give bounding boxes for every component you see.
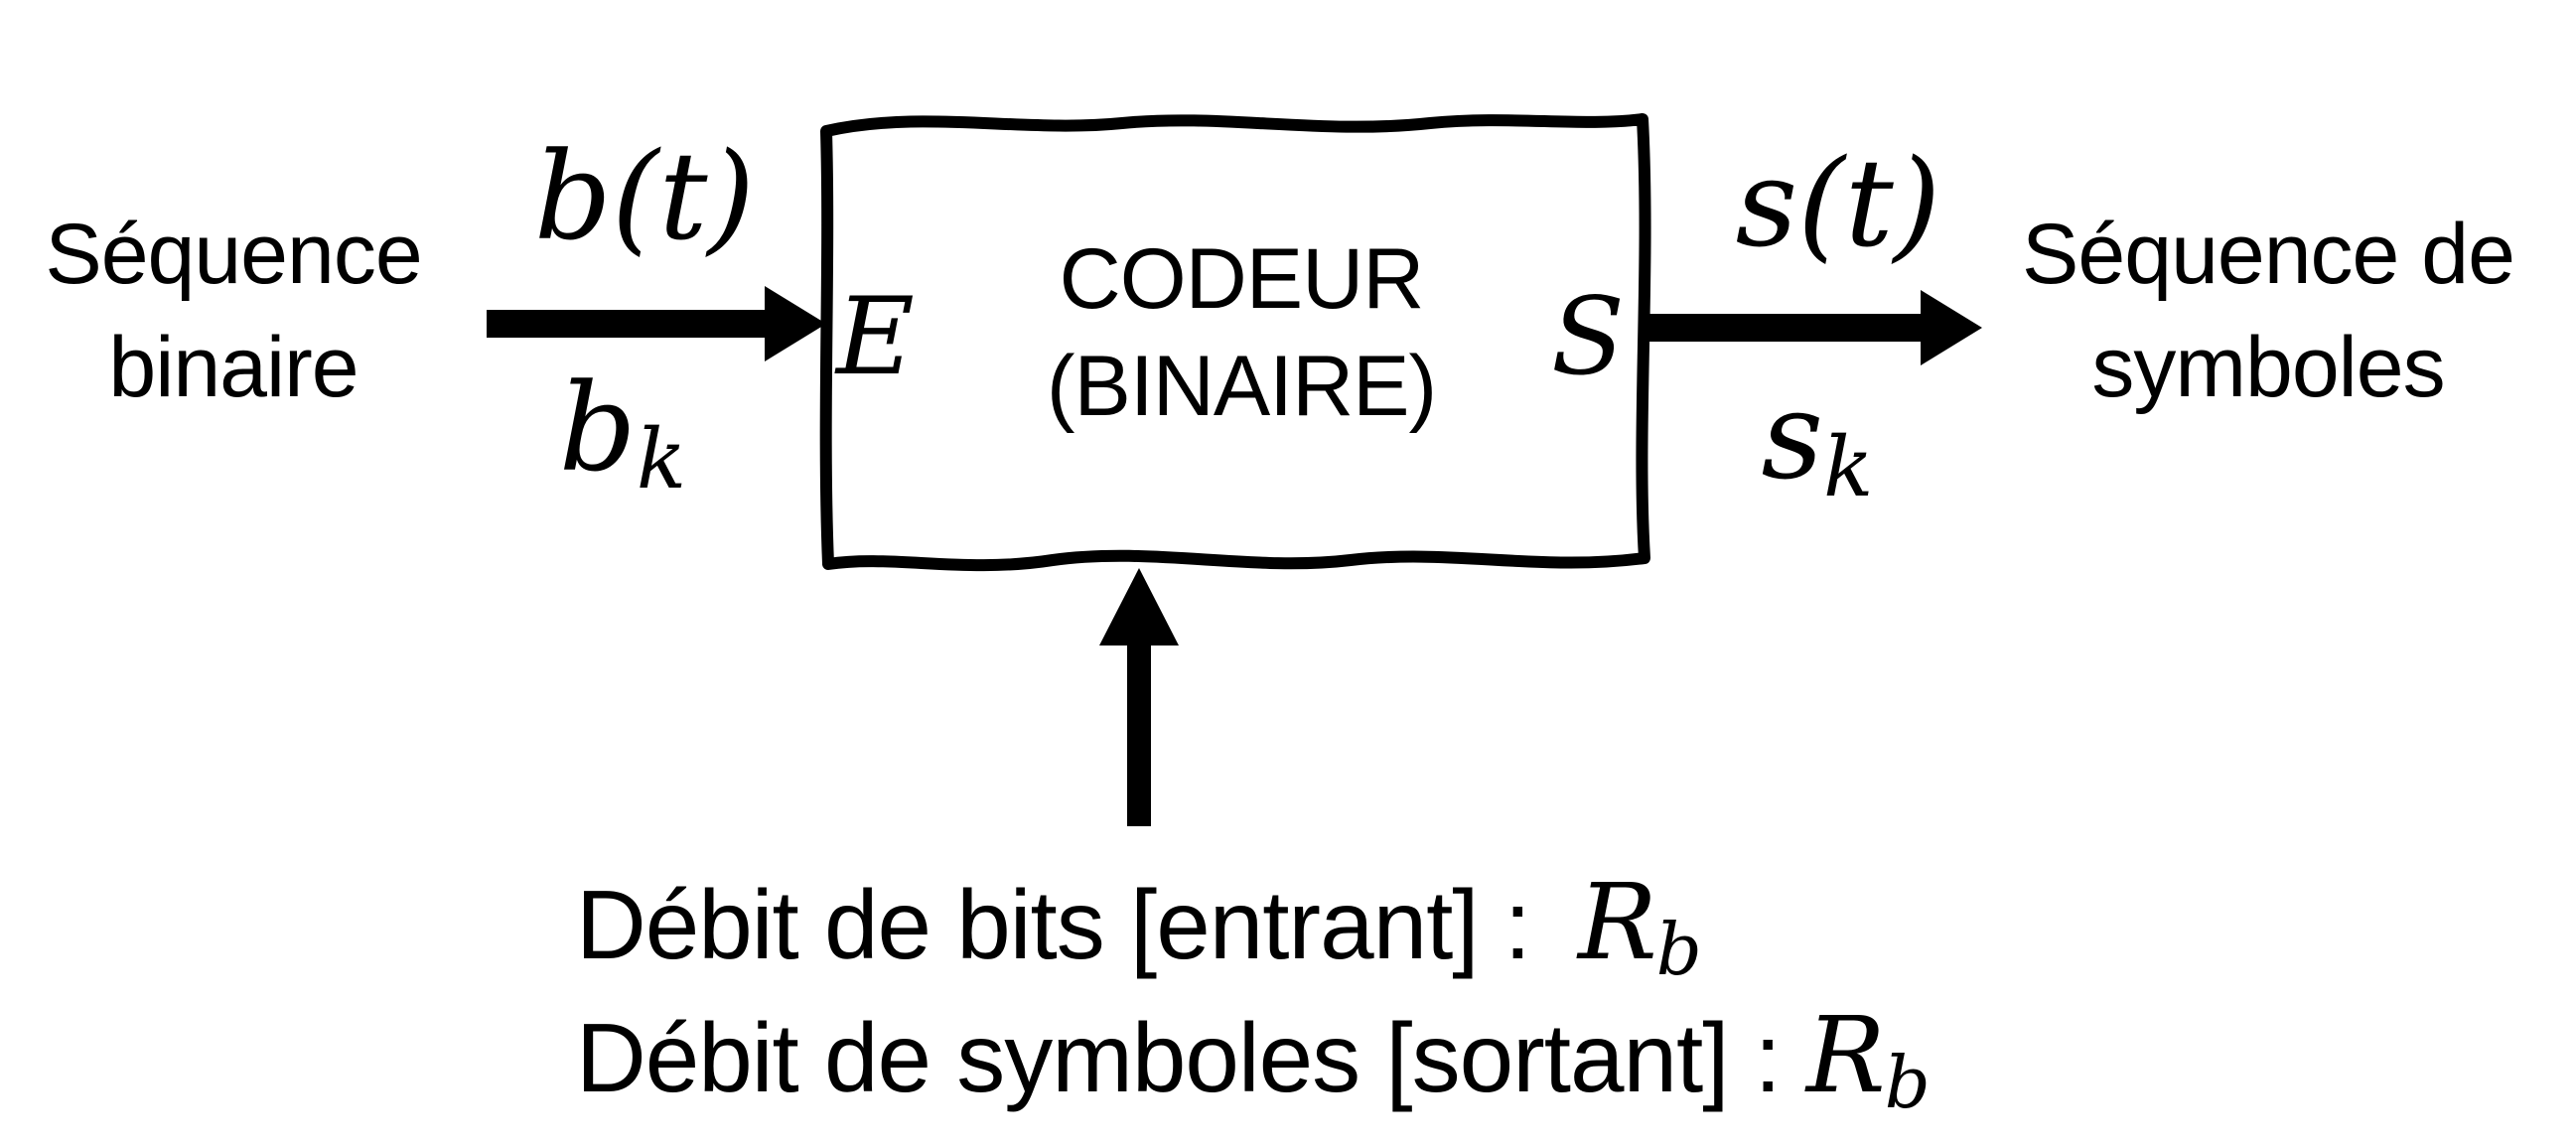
bit-rate-symbol: Rb bbox=[1577, 861, 1702, 985]
output-sequence-label-line1: Séquence de bbox=[2022, 207, 2515, 302]
input-arrow bbox=[487, 286, 826, 361]
input-signal-discrete-base: b bbox=[558, 358, 637, 499]
rate-arrow bbox=[1099, 568, 1179, 826]
output-port-label: S bbox=[1551, 275, 1625, 399]
input-sequence-label-line1: Séquence bbox=[45, 207, 422, 302]
output-sequence-label-line2: symboles bbox=[2091, 319, 2445, 415]
symbol-rate-line: Débit de symboles [sortant] :Rb bbox=[576, 1003, 1931, 1118]
input-port-label: E bbox=[836, 275, 915, 399]
coder-box-title-line2: (BINAIRE) bbox=[1046, 338, 1437, 434]
output-signal-discrete: sk bbox=[1678, 375, 1956, 508]
output-arrow bbox=[1641, 290, 1982, 365]
symbol-rate-text: Débit de symboles [sortant] : bbox=[576, 1003, 1782, 1112]
symbol-rate-symbol: Rb bbox=[1805, 994, 1931, 1118]
input-signal-discrete: bk bbox=[484, 367, 762, 501]
coder-box-title-line1: CODEUR bbox=[1059, 231, 1425, 327]
input-sequence-label-line2: binaire bbox=[108, 319, 358, 415]
input-sequence-label: Séquence binaire bbox=[0, 199, 467, 424]
output-signal-discrete-sub: k bbox=[1823, 419, 1874, 516]
input-signal-continuous: b(t) bbox=[533, 126, 756, 267]
output-signal-continuous: s(t) bbox=[1735, 133, 1941, 274]
coder-box-title: CODEUR (BINAIRE) bbox=[854, 226, 1629, 440]
bit-rate-symbol-sub: b bbox=[1655, 907, 1702, 991]
input-signal-discrete-sub: k bbox=[636, 411, 687, 508]
bit-rate-text: Débit de bits [entrant] : bbox=[576, 870, 1531, 979]
output-signal-discrete-base: s bbox=[1761, 365, 1824, 506]
output-sequence-label: Séquence de symboles bbox=[1980, 199, 2556, 424]
coder-box bbox=[819, 113, 1651, 572]
bit-rate-symbol-base: R bbox=[1577, 861, 1657, 983]
symbol-rate-symbol-base: R bbox=[1805, 994, 1886, 1116]
symbol-rate-symbol-sub: b bbox=[1884, 1040, 1931, 1124]
bit-rate-line: Débit de bits [entrant] :Rb bbox=[576, 870, 1702, 985]
